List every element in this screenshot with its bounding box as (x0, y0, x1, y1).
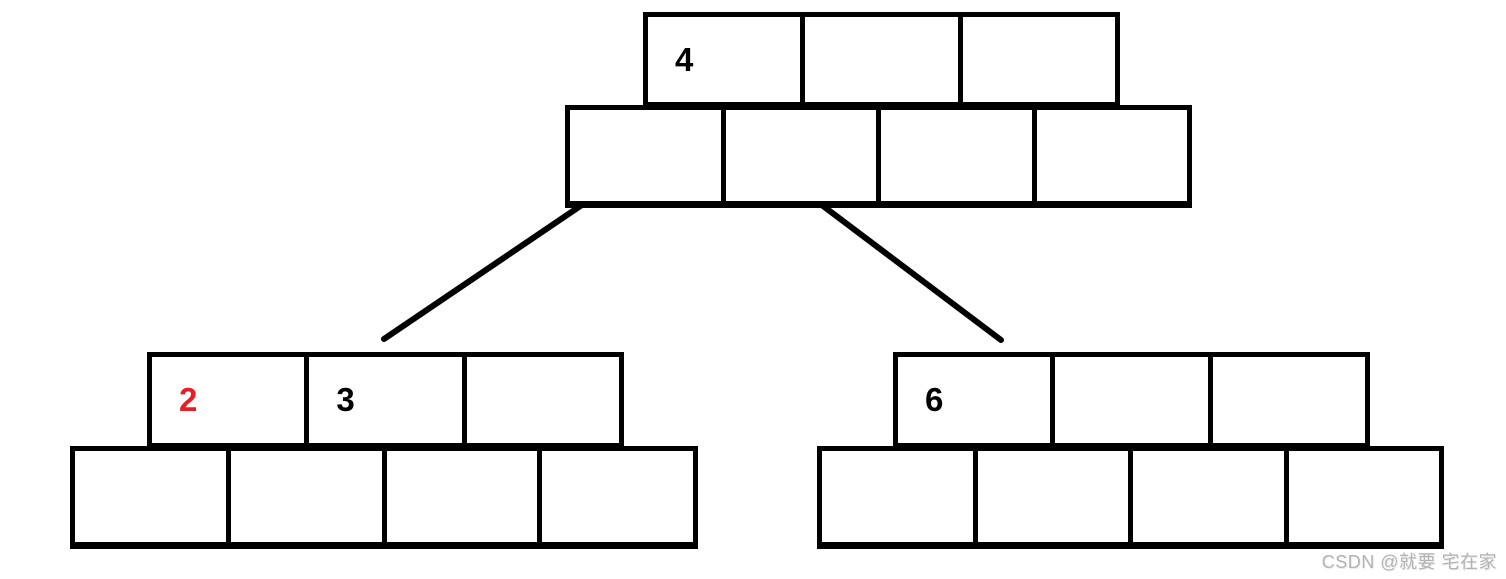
child-slot-cell (720, 105, 881, 206)
node-root-children-row (565, 105, 1192, 208)
key-cell (1207, 352, 1370, 448)
key-cell (957, 12, 1120, 107)
child-slot-cell (817, 446, 978, 547)
node-left-children-row (70, 446, 698, 549)
child-slot-cell (1031, 105, 1192, 206)
child-slot-cell (70, 446, 231, 547)
key-cell (461, 352, 624, 448)
child-slot-cell (876, 105, 1037, 206)
child-slot-cell (225, 446, 387, 547)
key-cell-highlighted: 2 (147, 352, 310, 448)
node-right-children-row (817, 446, 1444, 549)
child-slot-cell (972, 446, 1133, 547)
key-cell (800, 12, 963, 107)
child-slot-cell (565, 105, 726, 206)
key-cell: 3 (304, 352, 467, 448)
child-slot-cell (1128, 446, 1289, 547)
key-cell: 4 (643, 12, 806, 107)
child-slot-cell (381, 446, 543, 547)
key-cell (1050, 352, 1213, 448)
watermark-text: CSDN @就要 宅在家 (1321, 552, 1497, 572)
node-left-key-row: 2 3 (147, 352, 624, 448)
child-slot-cell (1283, 446, 1444, 547)
node-root-key-row: 4 (643, 12, 1120, 107)
child-slot-cell (537, 446, 698, 547)
node-right-key-row: 6 (893, 352, 1370, 448)
key-cell: 6 (893, 352, 1056, 448)
